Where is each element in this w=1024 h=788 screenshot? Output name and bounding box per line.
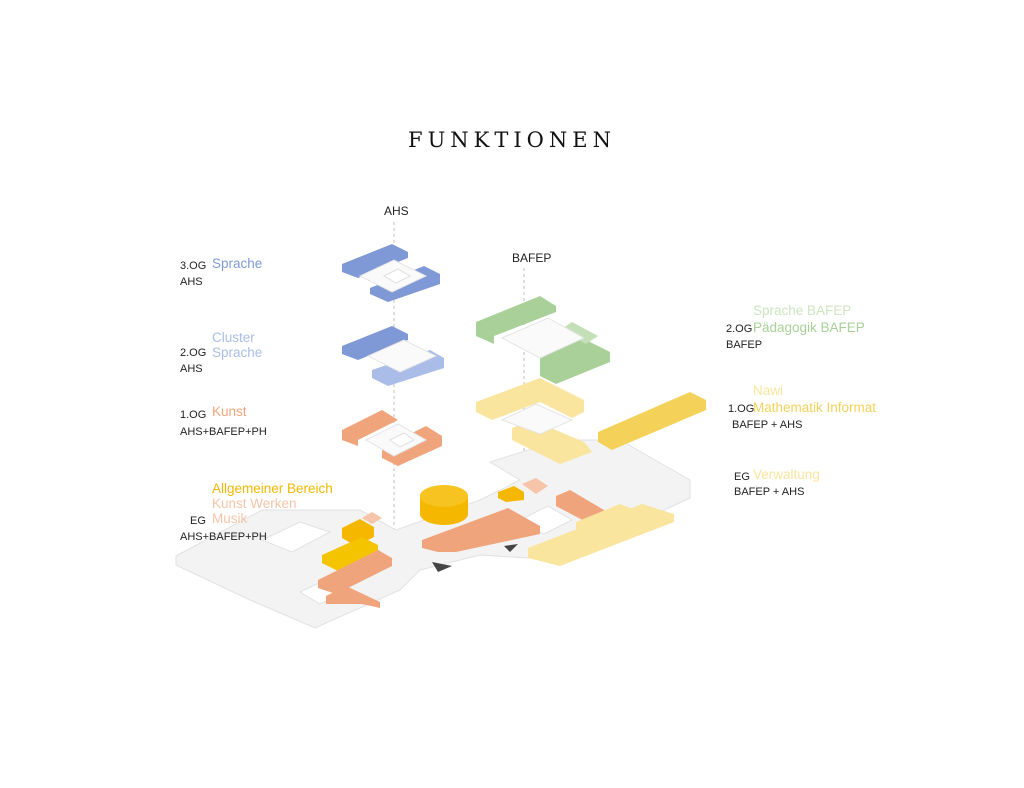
left-eg-function-1: Allgemeiner Bereich	[212, 481, 333, 496]
right-og2-user: BAFEP	[726, 339, 763, 351]
eg-kunst-left	[318, 550, 392, 594]
left-og1-level: 1.OG	[180, 409, 207, 421]
og2-bafep-green	[476, 296, 610, 384]
right-og2-function-1: Sprache BAFEP	[753, 303, 852, 318]
eg-musik-small	[362, 512, 382, 524]
eg-blocks	[318, 478, 674, 608]
left-og1-function: Kunst	[212, 404, 247, 419]
column-header-ahs: AHS	[384, 204, 409, 218]
eg-allgemein-left-2	[322, 537, 378, 571]
ground-floor-base	[175, 439, 691, 629]
right-og1-function-2: Mathematik Informat	[753, 400, 877, 415]
left-eg-level: EG	[190, 515, 206, 527]
og1-bafep-nawi	[476, 378, 706, 464]
left-og2-level: 2.OG	[180, 347, 207, 359]
right-og1-function-1: Nawi	[753, 383, 784, 398]
right-og1-user: BAFEP + AHS	[732, 419, 803, 431]
og3-ahs-sprache	[342, 244, 440, 302]
left-og1-user: AHS+BAFEP+PH	[180, 426, 267, 438]
entrance-arrow-left	[432, 562, 452, 572]
left-og2-function-1: Cluster	[212, 330, 255, 345]
page-title: FUNKTIONEN	[408, 128, 616, 152]
eg-kunst-center	[422, 508, 540, 552]
eg-verwaltung-2	[576, 504, 640, 540]
right-og2-function-2: Pädagogik BAFEP	[753, 320, 865, 335]
eg-musik-right	[522, 478, 548, 494]
left-og2-user: AHS	[180, 363, 203, 375]
right-eg-level: EG	[734, 471, 750, 483]
auditorium-cylinder	[420, 485, 468, 525]
left-og3-level: 3.OG	[180, 260, 207, 272]
right-og2-level: 2.OG	[726, 323, 753, 335]
left-eg-user: AHS+BAFEP+PH	[180, 531, 267, 543]
og2-ahs-cluster	[342, 326, 444, 386]
left-eg-function-3: Musik	[212, 511, 248, 526]
right-og1-level: 1.OG	[728, 403, 755, 415]
left-og3-function: Sprache	[212, 256, 263, 271]
entrance-arrow-right	[504, 544, 518, 552]
eg-allgemein-right	[498, 486, 524, 502]
column-header-bafep: BAFEP	[512, 251, 552, 265]
og1-ahs-kunst	[342, 410, 442, 466]
right-eg-function: Verwaltung	[753, 467, 820, 482]
left-eg-function-2: Kunst Werken	[212, 496, 297, 511]
right-eg-user: BAFEP + AHS	[734, 486, 805, 498]
left-og3-user: AHS	[180, 276, 203, 288]
left-og2-function-2: Sprache	[212, 345, 263, 360]
eg-kunst-left-2	[326, 586, 380, 608]
